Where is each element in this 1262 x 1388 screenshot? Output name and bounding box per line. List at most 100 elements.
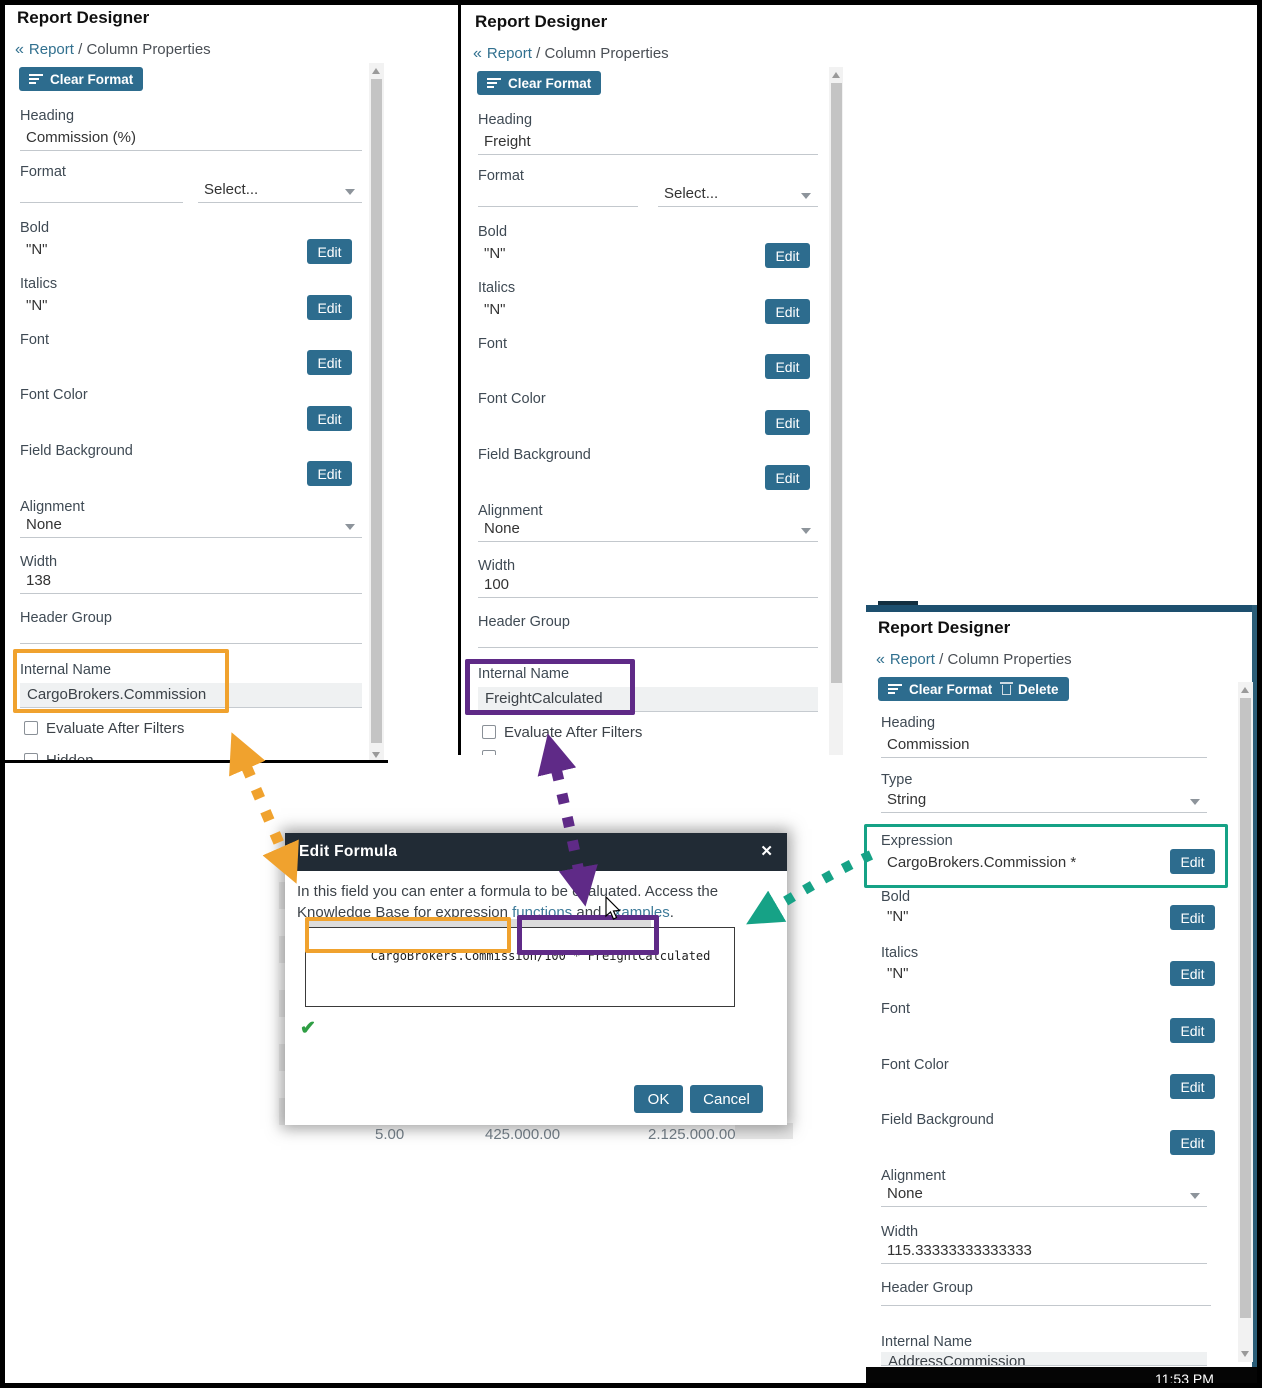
header-group-label: Header Group <box>478 614 570 630</box>
width-input[interactable]: 100 <box>478 576 818 598</box>
taskbar-clock: 11:53 PM <box>1155 1371 1214 1383</box>
heading-input[interactable]: Freight <box>478 133 818 155</box>
italics-value: "N" <box>887 965 909 982</box>
font-color-edit-button[interactable]: Edit <box>765 410 810 435</box>
formula-operator: * <box>565 949 588 963</box>
field-background-edit-button[interactable]: Edit <box>307 461 352 486</box>
chevron-down-icon <box>801 193 811 199</box>
clear-format-icon <box>888 684 902 694</box>
width-input[interactable]: 115.33333333333333 <box>881 1242 1207 1264</box>
font-color-label: Font Color <box>881 1057 949 1073</box>
scroll-down-icon[interactable] <box>1241 1351 1249 1357</box>
scroll-up-icon[interactable] <box>832 72 840 78</box>
edit-formula-dialog: Edit Formula ✕ In this field you can ent… <box>285 833 787 1125</box>
heading-input[interactable]: Commission (%) <box>20 129 362 151</box>
header-group-input[interactable] <box>478 626 818 648</box>
type-label: Type <box>881 772 913 788</box>
background-table-cell: 5.00 <box>375 1126 405 1139</box>
breadcrumb-report-link[interactable]: Report <box>486 45 532 62</box>
cancel-button[interactable]: Cancel <box>690 1085 763 1113</box>
delete-button[interactable]: Delete <box>992 677 1069 701</box>
header-group-input[interactable] <box>20 622 362 644</box>
back-chevrons-icon[interactable]: « <box>473 45 482 62</box>
bold-edit-button[interactable]: Edit <box>765 243 810 268</box>
bold-edit-button[interactable]: Edit <box>307 239 352 264</box>
formula-field-top-strip <box>306 919 651 927</box>
formula-left-operand: CargoBrokers.Commission/100 <box>370 949 566 963</box>
formula-text[interactable]: CargoBrokers.Commission/100 * FreightCal… <box>313 935 711 977</box>
scroll-up-icon[interactable] <box>1241 687 1249 693</box>
italics-label: Italics <box>478 280 516 296</box>
evaluate-after-filters-checkbox[interactable] <box>482 725 496 739</box>
italics-value: "N" <box>26 297 48 314</box>
scrollbar-thumb[interactable] <box>831 83 842 683</box>
italics-edit-button[interactable]: Edit <box>765 299 810 324</box>
ok-button[interactable]: OK <box>634 1085 683 1113</box>
font-edit-button[interactable]: Edit <box>307 350 352 375</box>
close-icon[interactable]: ✕ <box>760 843 773 860</box>
evaluate-after-filters-checkbox[interactable] <box>24 721 38 735</box>
alignment-value: None <box>887 1185 923 1202</box>
format-select[interactable]: Select... <box>658 185 818 207</box>
background-table-rows <box>279 855 286 1140</box>
internal-name-label: Internal Name <box>20 662 112 678</box>
dialog-description: In this field you can enter a formula to… <box>297 881 771 923</box>
field-background-label: Field Background <box>20 443 133 459</box>
bold-label: Bold <box>881 889 911 905</box>
hidden-checkbox[interactable] <box>482 750 496 755</box>
chevron-down-icon <box>345 189 355 195</box>
type-select[interactable]: String <box>881 791 1207 813</box>
clear-format-button[interactable]: Clear Format <box>477 71 602 95</box>
field-background-edit-button[interactable]: Edit <box>1170 1130 1215 1155</box>
expression-value: CargoBrokers.Commission * <box>887 854 1077 871</box>
breadcrumb-report-link[interactable]: Report <box>28 41 74 58</box>
font-color-edit-button[interactable]: Edit <box>307 406 352 431</box>
alignment-select[interactable]: None <box>478 520 818 542</box>
formula-textarea[interactable]: CargoBrokers.Commission/100 * FreightCal… <box>305 927 735 1007</box>
width-input[interactable]: 138 <box>20 572 362 594</box>
field-background-edit-button[interactable]: Edit <box>765 465 810 490</box>
bold-value: "N" <box>887 908 909 925</box>
font-color-edit-button[interactable]: Edit <box>1170 1074 1215 1099</box>
clear-format-icon <box>29 74 43 84</box>
italics-edit-button[interactable]: Edit <box>307 295 352 320</box>
scroll-up-icon[interactable] <box>372 68 380 74</box>
alignment-select[interactable]: None <box>20 516 362 538</box>
format-input[interactable] <box>20 181 183 203</box>
type-value: String <box>887 791 927 808</box>
scrollbar[interactable] <box>369 63 384 760</box>
italics-edit-button[interactable]: Edit <box>1170 961 1215 986</box>
heading-label: Heading <box>881 715 936 731</box>
hidden-label: Hidden <box>46 752 94 763</box>
format-input[interactable] <box>478 185 638 207</box>
back-chevrons-icon[interactable]: « <box>876 651 885 668</box>
scrollbar-thumb[interactable] <box>1240 698 1251 1318</box>
back-chevrons-icon[interactable]: « <box>15 41 24 58</box>
heading-input[interactable]: Commission <box>881 736 1207 758</box>
breadcrumb-report-link[interactable]: Report <box>889 651 935 668</box>
scrollbar-thumb[interactable] <box>371 79 382 743</box>
expression-edit-button[interactable]: Edit <box>1170 849 1215 874</box>
font-color-label: Font Color <box>20 387 88 403</box>
scroll-down-icon[interactable] <box>372 752 380 758</box>
header-group-input[interactable] <box>881 1284 1211 1306</box>
format-select[interactable]: Select... <box>198 181 362 203</box>
window-chrome-right-strip <box>1252 605 1257 1383</box>
hidden-checkbox[interactable] <box>24 753 38 760</box>
breadcrumb: «Report / Column Properties <box>15 41 211 59</box>
clear-format-button[interactable]: Clear Format <box>878 677 1003 701</box>
alignment-select[interactable]: None <box>881 1185 1207 1207</box>
scrollbar[interactable] <box>1238 682 1253 1362</box>
formula-valid-check-icon: ✔ <box>300 1018 316 1039</box>
alignment-value: None <box>484 520 520 537</box>
scrollbar[interactable] <box>829 67 843 755</box>
font-edit-button[interactable]: Edit <box>765 354 810 379</box>
clear-format-label: Clear Format <box>909 681 993 697</box>
bold-label: Bold <box>20 220 50 236</box>
dialog-header[interactable]: Edit Formula ✕ <box>285 833 787 871</box>
clear-format-button[interactable]: Clear Format <box>19 67 144 91</box>
italics-label: Italics <box>20 276 58 292</box>
background-table-cell: 2,125,000.00 <box>648 1126 736 1139</box>
font-edit-button[interactable]: Edit <box>1170 1018 1215 1043</box>
bold-edit-button[interactable]: Edit <box>1170 905 1215 930</box>
